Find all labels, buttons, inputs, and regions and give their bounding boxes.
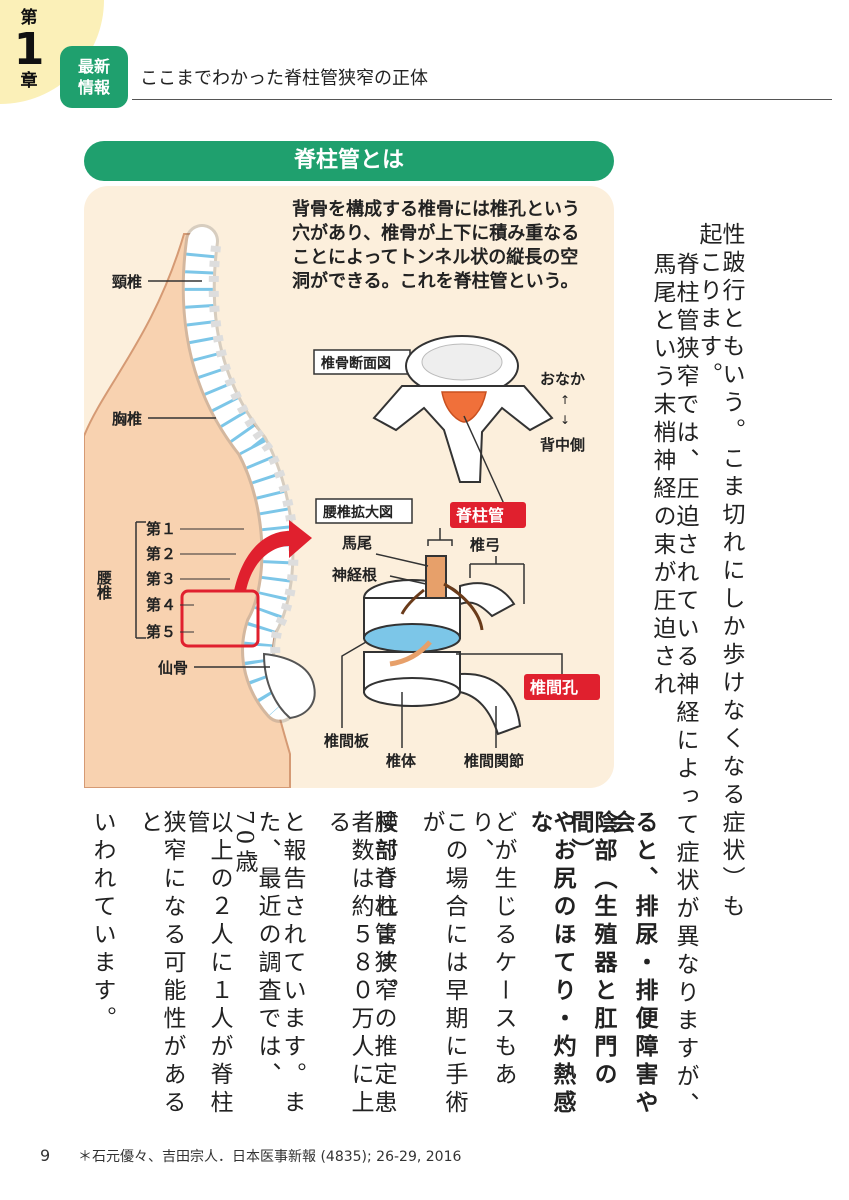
label-spinal-canal: 脊柱管: [455, 506, 504, 525]
header-divider: [132, 99, 832, 100]
label-back: 背中側: [540, 436, 585, 454]
label-thoracic: 胸椎: [112, 410, 142, 428]
spinal-canal-label-box: [450, 502, 526, 528]
footnote: ＊石元優々、吉田宗人．日本医事新報 (4835); 26-29, 2016: [78, 1149, 462, 1165]
label-front: おなか: [540, 370, 585, 388]
chapter-number: 1: [13, 24, 45, 75]
label-l2: 第２: [146, 545, 176, 563]
spine-column: [181, 224, 302, 723]
cross-section-title-box: [313, 349, 411, 375]
label-foramen: 椎間孔: [530, 678, 578, 697]
body-column-9: 腰部脊柱管狭窄の推定患者数は約５８０万人に上る: [324, 810, 396, 1118]
page-number: 9: [40, 1146, 51, 1165]
latest-info-badge: 最新 情報: [60, 46, 128, 108]
zoom-arrow: [234, 520, 312, 591]
body-column-13: 狭窄になる可能性があると: [136, 810, 185, 1118]
section-intro: 背骨を構成する椎骨には椎孔という穴があり、椎骨が上下に積み重なることによってトン…: [292, 199, 580, 292]
chapter-indicator: 第 1 章: [12, 10, 46, 90]
label-vertebral-arch: 椎弓: [470, 536, 500, 554]
label-facet-joint: 椎間関節: [464, 752, 524, 770]
label-cervical: 頸椎: [112, 273, 142, 291]
vertebra-cross-section: [372, 335, 554, 483]
label-nerve-root: 神経根: [332, 566, 377, 584]
body-column-8: 検討されます。: [371, 810, 397, 1006]
label-l4: 第４: [146, 596, 176, 614]
label-lumbar-1: 腰椎: [95, 570, 113, 601]
label-disc: 椎間板: [324, 732, 370, 750]
body-column-7: この場合には早期に手術が: [418, 810, 467, 1118]
body-column-10: と報告されています。ま: [279, 810, 305, 1118]
label-l3: 第３: [146, 570, 176, 588]
body-column-14: いわれています。: [89, 810, 115, 1034]
body-column-5: やお尻のほてり・灼熱感な: [526, 810, 575, 1122]
label-l5: 第５: [146, 623, 176, 641]
body-column-3-text: ると、排尿・排便障害や会: [608, 810, 657, 1118]
body-column-6: どが生じるケースもあり、: [467, 810, 516, 1090]
body-column-5-text: やお尻のほてり・灼熱感な: [526, 810, 575, 1118]
body-column-4-text: 陰部（生殖器と肛門の間）: [567, 810, 616, 1090]
lumbar-highlight-box: [180, 589, 260, 648]
body-column-3: ると、排尿・排便障害や会: [608, 810, 657, 1122]
chapter-suffix: 章: [20, 71, 38, 91]
label-sacrum: 仙骨: [158, 659, 188, 677]
body-column-2: 脊柱管狭窄では、圧迫されている神経によって症状が異なりますが、馬尾という末梢神経…: [649, 252, 698, 1120]
spine-figure: 頸椎 胸椎 腰椎 第１ 第２ 第３ 第４ 第５ 仙骨 椎骨断面図 おなか ↑ ↓…: [84, 224, 600, 788]
label-cauda-equina: 馬尾: [342, 534, 372, 552]
sacrum-shape: [262, 652, 316, 720]
foramen-label-box: [524, 674, 600, 700]
arrow-down: ↓: [560, 413, 570, 427]
lumbar-vertebrae: [363, 555, 522, 736]
cross-section-title: 椎骨断面図: [320, 355, 391, 372]
chapter-prefix: 第: [20, 8, 38, 28]
body-column-11: た、最近の調査では、70歳: [231, 810, 280, 1090]
spinal-canal-shape: [441, 391, 487, 423]
lumbar-zoom-title-box: [315, 498, 413, 524]
page-title: ここまでわかった脊柱管狭窄の正体: [140, 68, 428, 89]
body-column-4: 陰部（生殖器と肛門の間）: [567, 810, 616, 1122]
arrow-up: ↑: [560, 393, 570, 407]
body-column-12: 以上の２人に１人が脊柱管: [183, 810, 232, 1118]
label-body: 椎体: [386, 752, 417, 770]
section-title: 脊柱管とは: [84, 141, 614, 181]
label-l1: 第１: [146, 520, 176, 538]
lumbar-zoom-title: 腰椎拡大図: [322, 504, 393, 521]
body-column-1: 性跛行ともいう。こま切れにしか歩けなくなる症状）も起こります。: [695, 222, 744, 922]
